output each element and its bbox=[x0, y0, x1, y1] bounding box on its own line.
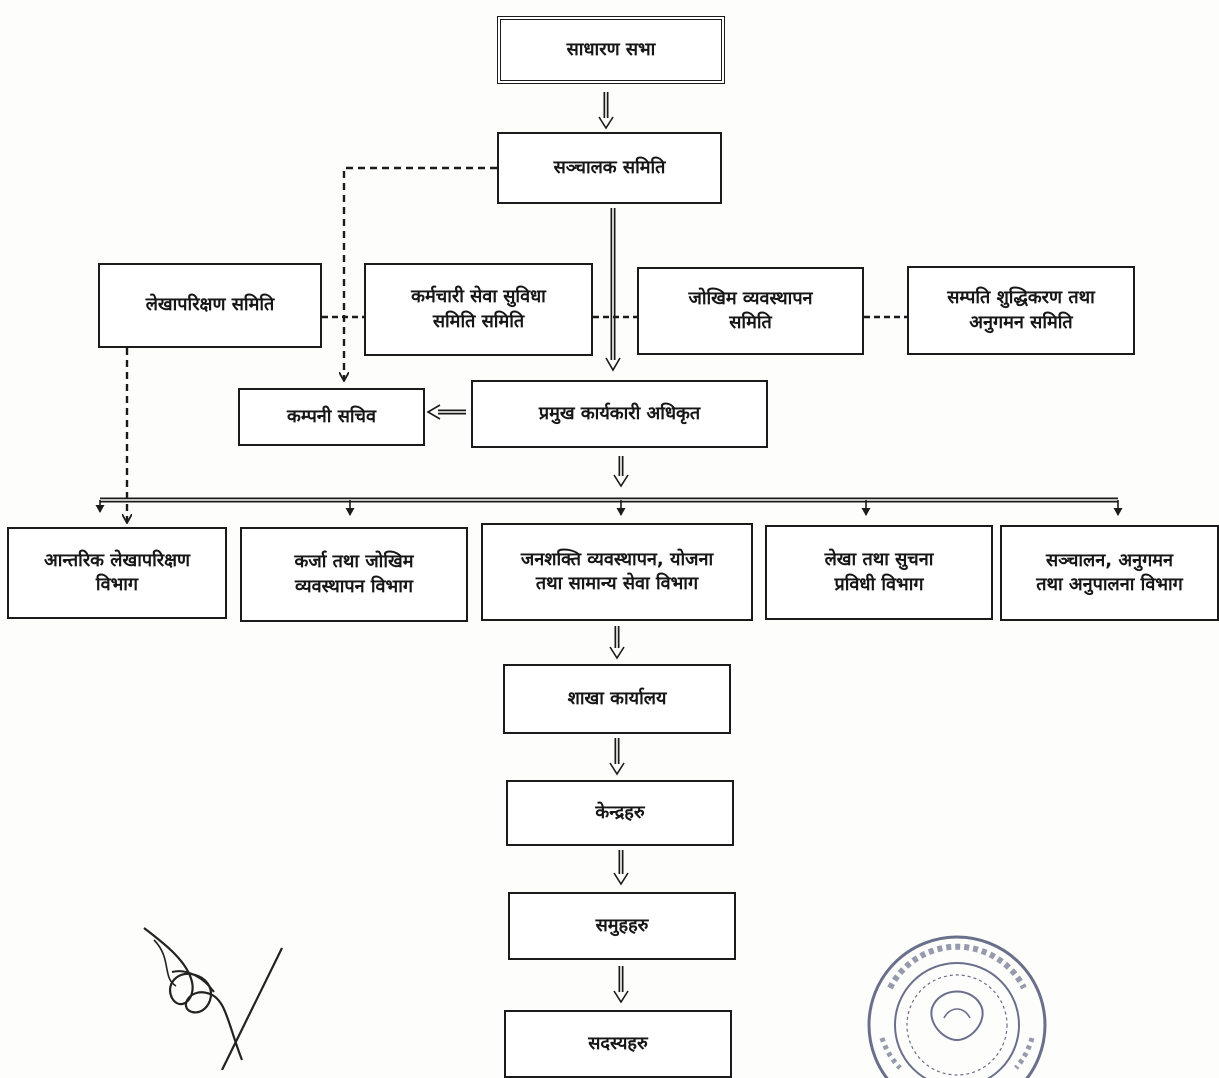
credit-risk-department-box: कर्जा तथा जोखिम व्यवस्थापन विभाग bbox=[240, 527, 468, 622]
dashed-board-to-secretary bbox=[344, 166, 497, 380]
groups-box: समुहहरु bbox=[508, 892, 736, 960]
signature-icon bbox=[143, 927, 283, 1070]
general-assembly-box: साधारण सभा bbox=[497, 16, 725, 84]
board-of-directors-box: सञ्चालक समिति bbox=[497, 132, 722, 204]
risk-management-committee-box: जोखिम व्यवस्थापन समिति bbox=[637, 267, 864, 355]
internal-audit-department-box: आन्तरिक लेखापरिक्षण विभाग bbox=[7, 527, 227, 619]
branch-office-box: शाखा कार्यालय bbox=[503, 664, 731, 734]
arrow-branch-to-centers bbox=[609, 738, 625, 776]
arrow-board-to-ceo bbox=[605, 208, 621, 372]
members-box: सदस्यहरु bbox=[504, 1010, 732, 1078]
arrow-centers-to-groups bbox=[613, 850, 629, 886]
aml-monitoring-committee-box: सम्पति शुद्धिकरण तथा अनुगमन समिति bbox=[907, 266, 1135, 355]
arrow-ceo-to-departments bbox=[613, 456, 629, 488]
arrow-hr-to-branch bbox=[609, 626, 625, 660]
arrow-assembly-to-board bbox=[598, 92, 614, 130]
department-distribution-bar bbox=[95, 497, 1123, 516]
audit-committee-box: लेखापरिक्षण समिति bbox=[98, 263, 322, 348]
ceo-box: प्रमुख कार्यकारी अधिकृत bbox=[471, 380, 768, 448]
centers-box: केन्द्रहरु bbox=[506, 780, 734, 846]
accounts-it-department-box: लेखा तथा सुचना प्रविधी विभाग bbox=[765, 525, 993, 620]
hr-planning-general-services-department-box: जनशक्ति व्यवस्थापन, योजना तथा सामान्य से… bbox=[481, 523, 753, 621]
employee-welfare-committee-box: कर्मचारी सेवा सुविधा समिति समिति bbox=[364, 263, 593, 356]
company-secretary-box: कम्पनी सचिव bbox=[238, 388, 425, 446]
arrow-groups-to-members bbox=[613, 966, 629, 1004]
operations-compliance-department-box: सञ्चालन, अनुगमन तथा अनुपालना विभाग bbox=[1000, 525, 1219, 621]
arrow-ceo-to-secretary bbox=[426, 404, 466, 420]
institution-seal-icon bbox=[867, 935, 1047, 1078]
